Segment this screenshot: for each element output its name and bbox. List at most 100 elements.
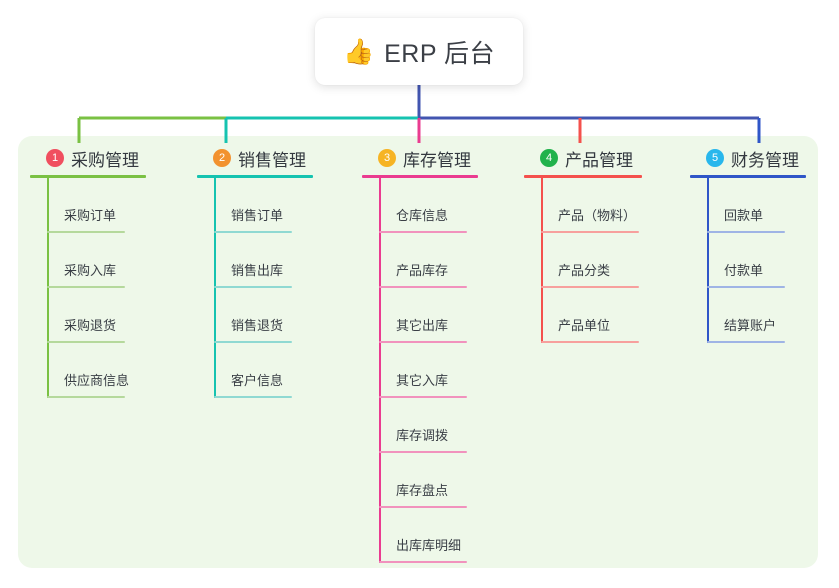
leaf-node-label: 出库库明细: [396, 538, 462, 553]
branch-badge-5: 5: [706, 149, 724, 167]
branch-title-3: 库存管理: [403, 150, 471, 170]
leaf-node-label: 其它出库: [396, 318, 449, 333]
leaf-node-underline: [541, 231, 639, 233]
branch-badge-4: 4: [540, 149, 558, 167]
leaf-node-label: 回款单: [724, 208, 764, 223]
branch-column-2: 2 销售管理销售订单销售出库销售退货客户信息: [197, 146, 313, 398]
leaf-node-underline: [379, 341, 467, 343]
root-node-title: ERP 后台: [384, 39, 496, 68]
leaf-node-label: 库存调拨: [396, 428, 449, 443]
leaf-node[interactable]: 付款单: [690, 233, 806, 288]
leaf-node-label: 仓库信息: [396, 208, 449, 223]
leaf-node-underline: [214, 286, 292, 288]
leaf-node-underline: [214, 231, 292, 233]
leaf-node[interactable]: 采购入库: [30, 233, 146, 288]
root-node-card[interactable]: 👍 ERP 后台: [315, 18, 523, 85]
leaf-node-label: 产品分类: [558, 263, 611, 278]
leaf-node-underline: [379, 506, 467, 508]
leaf-node-underline: [47, 396, 125, 398]
leaf-node[interactable]: 采购退货: [30, 288, 146, 343]
leaf-node-label: 客户信息: [231, 373, 284, 388]
branch-title-2: 销售管理: [238, 150, 306, 170]
branch-body-2: 销售订单销售出库销售退货客户信息: [197, 178, 313, 398]
branch-header-5[interactable]: 5 财务管理: [690, 146, 806, 170]
branch-badge-3: 3: [378, 149, 396, 167]
branch-badge-1: 1: [46, 149, 64, 167]
leaf-node-label: 产品库存: [396, 263, 449, 278]
leaf-node-underline: [379, 286, 467, 288]
leaf-node-label: 销售出库: [231, 263, 284, 278]
leaf-node-underline: [214, 341, 292, 343]
leaf-node-underline: [379, 396, 467, 398]
leaf-node-label: 结算账户: [724, 318, 777, 333]
branch-body-5: 回款单付款单结算账户: [690, 178, 806, 343]
leaf-node[interactable]: 产品库存: [362, 233, 478, 288]
leaf-node-label: 销售退货: [231, 318, 284, 333]
leaf-node-label: 付款单: [724, 263, 764, 278]
branch-body-1: 采购订单采购入库采购退货供应商信息: [30, 178, 146, 398]
branch-header-3[interactable]: 3 库存管理: [362, 146, 478, 170]
branch-header-4[interactable]: 4 产品管理: [524, 146, 642, 170]
branch-column-4: 4 产品管理产品（物料） 产品分类产品单位: [524, 146, 642, 343]
branch-underline-3: [362, 175, 478, 178]
leaf-node[interactable]: 采购订单: [30, 178, 146, 233]
branch-badge-2: 2: [213, 149, 231, 167]
leaf-node[interactable]: 结算账户: [690, 288, 806, 343]
branch-column-5: 5 财务管理回款单付款单结算账户: [690, 146, 806, 343]
thumbs-up-icon: 👍: [342, 37, 375, 66]
leaf-node[interactable]: 产品分类: [524, 233, 642, 288]
leaf-node-underline: [379, 561, 467, 563]
leaf-node[interactable]: 其它出库: [362, 288, 478, 343]
leaf-node[interactable]: 其它入库: [362, 343, 478, 398]
branch-underline-1: [30, 175, 146, 178]
leaf-node-label: 其它入库: [396, 373, 449, 388]
leaf-node-underline: [707, 341, 785, 343]
leaf-node-underline: [707, 286, 785, 288]
branch-title-5: 财务管理: [731, 150, 799, 170]
branch-title-4: 产品管理: [565, 150, 633, 170]
branch-trunk-2: [214, 178, 216, 398]
branch-body-4: 产品（物料） 产品分类产品单位: [524, 178, 642, 343]
leaf-node-label: 产品单位: [558, 318, 611, 333]
leaf-node-underline: [47, 231, 125, 233]
leaf-node-underline: [379, 451, 467, 453]
branch-trunk-5: [707, 178, 709, 343]
leaf-node[interactable]: 销售出库: [197, 233, 313, 288]
leaf-node-underline: [541, 286, 639, 288]
leaf-node-underline: [379, 231, 467, 233]
leaf-node[interactable]: 回款单: [690, 178, 806, 233]
leaf-node-label: 采购退货: [64, 318, 117, 333]
branch-trunk-3: [379, 178, 381, 563]
leaf-node-label: 产品（物料）: [558, 208, 637, 223]
branch-column-3: 3 库存管理仓库信息产品库存其它出库其它入库库存调拨库存盘点出库库明细: [362, 146, 478, 563]
branch-body-3: 仓库信息产品库存其它出库其它入库库存调拨库存盘点出库库明细: [362, 178, 478, 563]
leaf-node-label: 采购入库: [64, 263, 117, 278]
leaf-node-label: 供应商信息: [64, 373, 130, 388]
leaf-node-label: 销售订单: [231, 208, 284, 223]
leaf-node[interactable]: 产品单位: [524, 288, 642, 343]
leaf-node[interactable]: 销售退货: [197, 288, 313, 343]
leaf-node[interactable]: 库存调拨: [362, 398, 478, 453]
branch-header-2[interactable]: 2 销售管理: [197, 146, 313, 170]
leaf-node-underline: [541, 341, 639, 343]
leaf-node-underline: [214, 396, 292, 398]
leaf-node[interactable]: 库存盘点: [362, 453, 478, 508]
leaf-node[interactable]: 客户信息: [197, 343, 313, 398]
branch-underline-2: [197, 175, 313, 178]
branch-trunk-1: [47, 178, 49, 398]
branch-underline-5: [690, 175, 806, 178]
leaf-node[interactable]: 仓库信息: [362, 178, 478, 233]
leaf-node[interactable]: 出库库明细: [362, 508, 478, 563]
leaf-node-underline: [47, 286, 125, 288]
branch-underline-4: [524, 175, 642, 178]
leaf-node-underline: [707, 231, 785, 233]
leaf-node[interactable]: 销售订单: [197, 178, 313, 233]
leaf-node[interactable]: 供应商信息: [30, 343, 146, 398]
leaf-node-label: 库存盘点: [396, 483, 449, 498]
leaf-node-label: 采购订单: [64, 208, 117, 223]
branch-trunk-4: [541, 178, 543, 343]
diagram-background-panel: [18, 136, 818, 568]
leaf-node[interactable]: 产品（物料）: [524, 178, 642, 233]
